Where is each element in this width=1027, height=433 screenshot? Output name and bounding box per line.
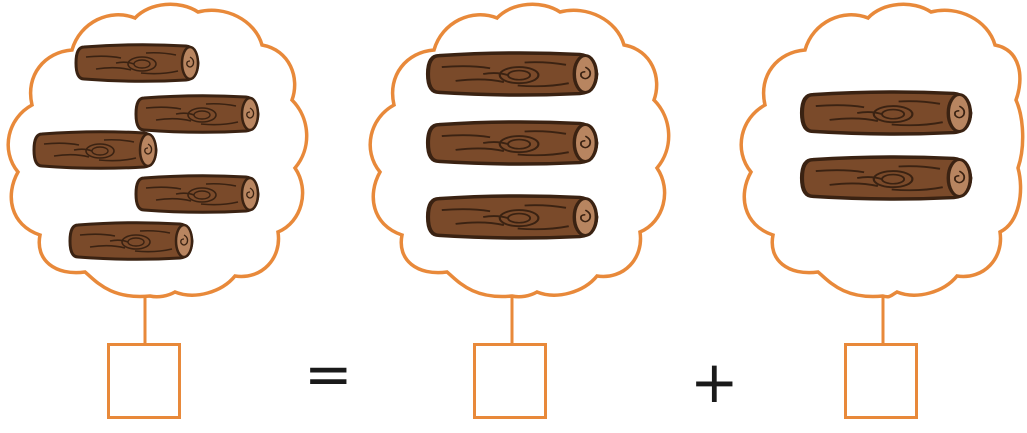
wooden-log-icon [134,174,260,214]
cloud-bubble-icon [739,2,1025,299]
wooden-log-icon [428,122,596,164]
wooden-log-icon [74,43,200,83]
wooden-log-icon [802,92,970,134]
plus-sign: + [690,348,739,416]
equals-sign: = [304,340,353,408]
wooden-log-icon [802,157,970,199]
answer-box-part-2[interactable] [844,343,918,419]
wooden-log-icon [428,196,596,238]
answer-box-part-1[interactable] [473,343,547,419]
wooden-log-icon [32,130,158,170]
wooden-log-icon [68,221,194,261]
log-group-2 [428,53,596,238]
wooden-log-icon [428,53,596,95]
answer-box-total[interactable] [107,343,181,419]
wooden-log-icon [134,94,260,134]
